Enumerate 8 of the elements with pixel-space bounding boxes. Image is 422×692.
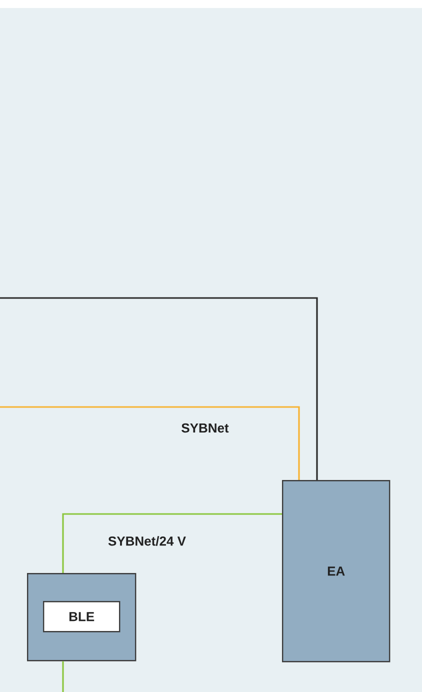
cable-line: [0, 297, 318, 480]
label-box: BLE: [43, 601, 120, 632]
edge-label: SYBNet/24 V: [106, 535, 188, 547]
cable-line: [62, 661, 64, 692]
edge-label: SYBNet: [180, 422, 230, 434]
device-box: EA: [282, 480, 390, 662]
cable-line: [62, 513, 282, 573]
cable-line: [0, 406, 300, 480]
